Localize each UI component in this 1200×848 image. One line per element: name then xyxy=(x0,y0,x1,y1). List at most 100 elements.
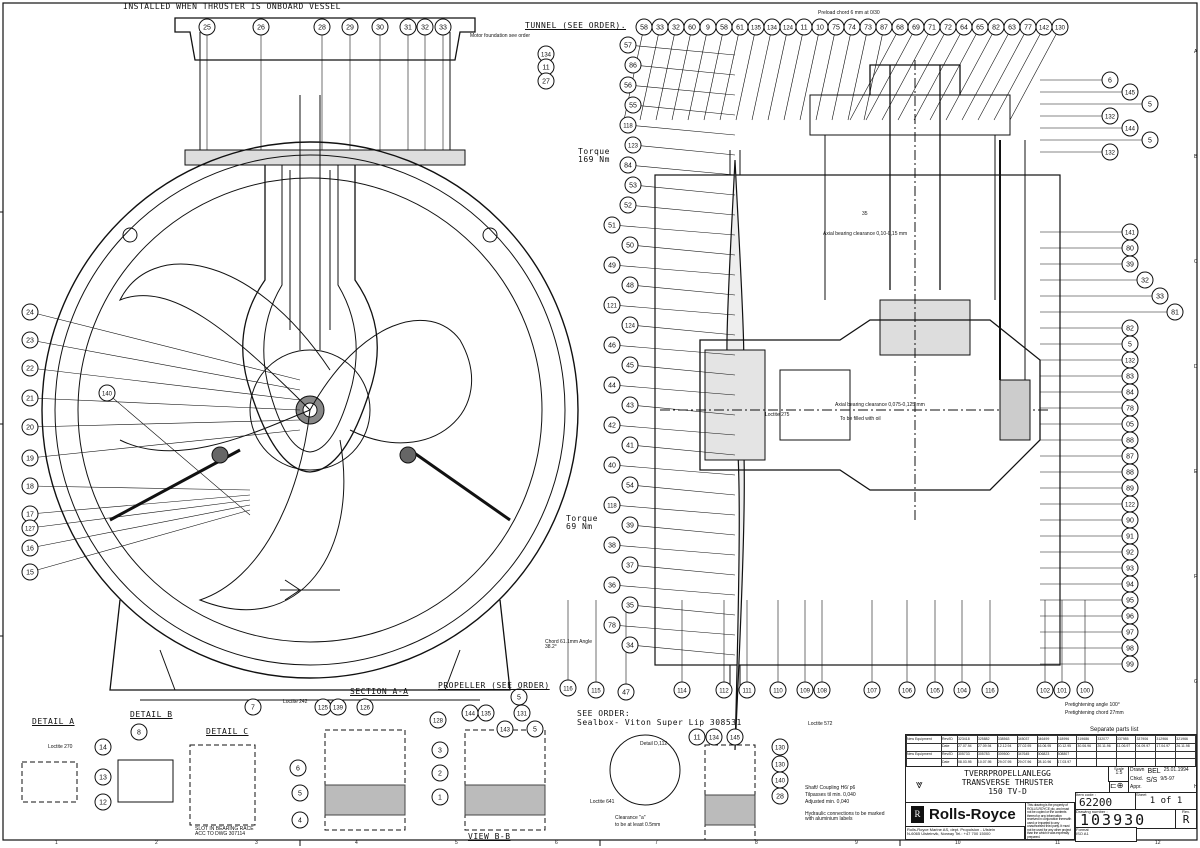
leader-line xyxy=(629,404,736,416)
svg-text:142: 142 xyxy=(1039,26,1050,32)
revision-cell xyxy=(1175,750,1196,760)
balloon-57: 57 xyxy=(619,36,637,54)
svg-text:37: 37 xyxy=(626,563,634,570)
leader-line xyxy=(629,364,736,376)
revision-cell: 345037 xyxy=(1016,735,1038,744)
housing-front-view xyxy=(41,17,579,701)
revision-cell: 27.09.94 xyxy=(976,742,998,752)
svg-text:5: 5 xyxy=(298,791,302,798)
shaft-coupling-3: Adjusted min. 0,040 xyxy=(805,799,850,805)
svg-text:12: 12 xyxy=(99,800,107,807)
svg-text:118: 118 xyxy=(607,504,617,510)
leader-line xyxy=(639,26,661,121)
balloon-53: 53 xyxy=(624,176,642,194)
title-model: 150 TV-D xyxy=(988,787,1027,796)
svg-text:1: 1 xyxy=(438,795,442,802)
item-code-label: Item code : xyxy=(1076,792,1096,797)
leader-line xyxy=(929,26,981,121)
balloon-124: 124 xyxy=(621,316,639,334)
revision-cell: 12.12.94 xyxy=(996,742,1018,752)
balloon-122: 122 xyxy=(1121,495,1139,513)
svg-text:145: 145 xyxy=(1125,91,1136,97)
balloon-5: 5 xyxy=(291,784,309,802)
revision-cell: 338563 xyxy=(996,735,1018,744)
balloon-88: 88 xyxy=(1121,431,1139,449)
loctite-572-note: Loctite 572 xyxy=(808,721,833,727)
svg-text:65: 65 xyxy=(976,25,984,32)
svg-text:55: 55 xyxy=(629,103,637,110)
revision-cell: 26.11.98 xyxy=(1175,742,1196,752)
balloon-81: 81 xyxy=(1166,303,1184,321)
svg-text:89: 89 xyxy=(1126,486,1134,493)
balloon-16: 16 xyxy=(21,539,39,557)
svg-text:2: 2 xyxy=(438,771,442,778)
installed-note: INSTALLED WHEN THRUSTER IS ONBOARD VESSE… xyxy=(123,2,341,11)
svg-text:111: 111 xyxy=(742,689,752,695)
axial-clearance-1: Axial bearing clearance 0,10-0,15 mm xyxy=(823,231,908,237)
border-column-label: 4 xyxy=(355,840,358,846)
balloon-6: 6 xyxy=(289,759,307,777)
svg-text:112: 112 xyxy=(719,689,729,695)
balloon-5: 5 xyxy=(510,688,528,706)
revision-cell xyxy=(1115,750,1137,760)
leader-line xyxy=(29,339,301,391)
balloon-118: 118 xyxy=(619,116,637,134)
loctite-275-note: Loctite 275 xyxy=(765,412,790,418)
svg-text:18: 18 xyxy=(26,484,34,491)
leader-line xyxy=(629,644,736,656)
rolls-royce-logo-icon: R xyxy=(911,806,924,823)
balloon-80: 80 xyxy=(1121,239,1139,257)
leader-line xyxy=(783,26,805,121)
leader-line xyxy=(671,26,693,121)
brand-box: R Rolls-Royce xyxy=(905,802,1027,828)
border-column-label: 3 xyxy=(255,840,258,846)
balloon-41: 41 xyxy=(621,436,639,454)
balloon-125: 125 xyxy=(314,698,332,716)
svg-text:82: 82 xyxy=(992,25,1000,32)
balloon-37: 37 xyxy=(621,556,639,574)
balloon-91: 91 xyxy=(1121,527,1139,545)
svg-text:20: 20 xyxy=(26,425,34,432)
balloon-84: 84 xyxy=(1121,383,1139,401)
balloon-12: 12 xyxy=(94,793,112,811)
leader-line xyxy=(632,144,736,156)
svg-text:110: 110 xyxy=(773,689,783,695)
pretightening-angle: Pretightening angle 100° xyxy=(1065,702,1120,708)
leader-line xyxy=(29,494,251,515)
approved-label: Appr. xyxy=(1130,784,1142,790)
balloon-126: 126 xyxy=(356,698,374,716)
leader-line xyxy=(629,324,736,336)
balloon-82: 82 xyxy=(987,18,1005,36)
revision-cell: 30.06.96 xyxy=(1076,742,1098,752)
svg-text:11: 11 xyxy=(542,65,549,72)
balloon-68: 68 xyxy=(891,18,909,36)
leader-line xyxy=(611,304,736,316)
balloon-88: 88 xyxy=(1121,463,1139,481)
svg-text:86: 86 xyxy=(629,63,637,70)
svg-text:93: 93 xyxy=(1126,566,1134,573)
balloon-84: 84 xyxy=(619,156,637,174)
leader-line xyxy=(632,104,736,116)
svg-text:132: 132 xyxy=(1105,151,1116,157)
balloon-72: 72 xyxy=(939,18,957,36)
border-column-label: 5 xyxy=(455,840,458,846)
leader-line xyxy=(611,424,736,436)
balloon-74: 74 xyxy=(843,18,861,36)
balloon-130: 130 xyxy=(1051,18,1069,36)
balloon-44: 44 xyxy=(603,376,621,394)
leader-line xyxy=(632,184,736,196)
balloon-40: 40 xyxy=(603,456,621,474)
svg-text:128: 128 xyxy=(433,719,444,725)
torque-169-note: Torque 169 Nm xyxy=(578,147,610,164)
svg-text:130: 130 xyxy=(775,763,786,769)
leader-line xyxy=(993,26,1045,121)
svg-text:114: 114 xyxy=(677,689,687,695)
balloon-65: 65 xyxy=(971,18,989,36)
balloon-5: 5 xyxy=(526,720,544,738)
balloon-83: 83 xyxy=(1121,367,1139,385)
svg-text:132: 132 xyxy=(1125,359,1136,365)
revision-cell: 11.06.97 xyxy=(1115,742,1137,752)
balloon-23: 23 xyxy=(21,331,39,349)
balloon-132: 132 xyxy=(1121,351,1139,369)
